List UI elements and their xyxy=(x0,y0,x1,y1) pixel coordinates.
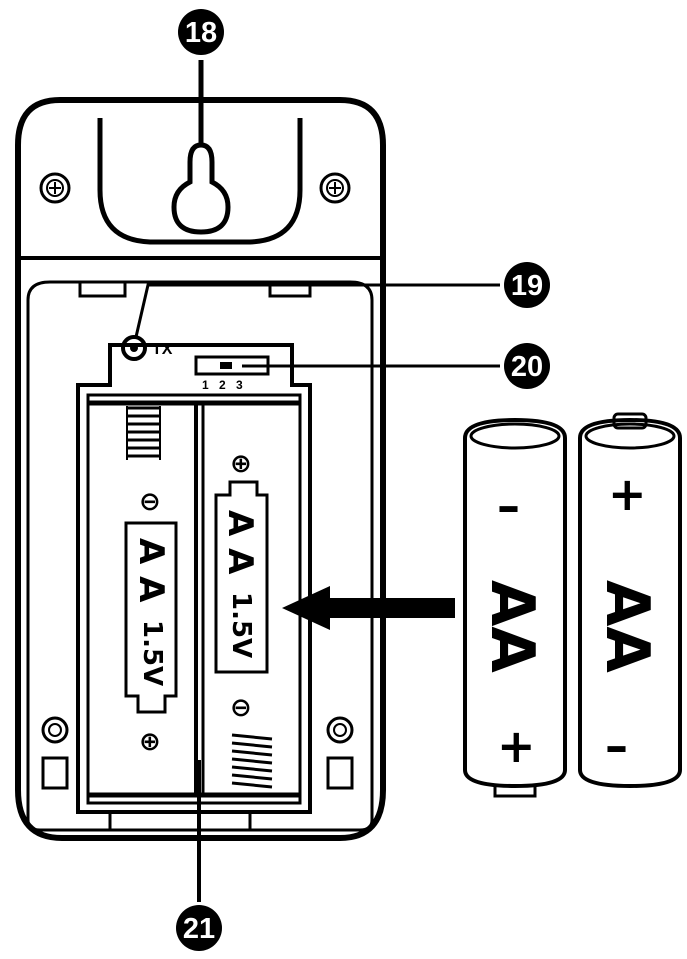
callout-20: 20 xyxy=(504,343,550,389)
aa-battery-2-bottom-sign: – xyxy=(605,719,628,773)
right-cell-top-symbol: ⊕ xyxy=(230,449,252,479)
callout-19-leader xyxy=(134,283,500,338)
aa-battery-1 xyxy=(463,417,567,798)
screw-top-right xyxy=(319,172,351,204)
tx-button[interactable] xyxy=(121,335,147,361)
aa-battery-1-top-sign: – xyxy=(497,479,520,533)
right-cell-type: A A xyxy=(220,510,260,575)
left-cell-spring xyxy=(126,406,161,460)
tx-label: TX xyxy=(152,341,173,358)
left-cell-label-plate xyxy=(124,521,178,714)
screw-bottom-left xyxy=(41,716,69,790)
right-cell-bottom-symbol: ⊖ xyxy=(230,693,252,723)
callout-19-number: 19 xyxy=(511,270,543,302)
aa-battery-1-type: AA xyxy=(477,580,547,673)
aa-battery-1-bottom-sign: + xyxy=(497,719,536,773)
aa-battery-2-type: AA xyxy=(592,580,662,673)
right-cell-voltage: 1.5V xyxy=(226,592,256,658)
left-cell-voltage: 1.5V xyxy=(137,620,167,686)
insert-direction-arrow xyxy=(282,586,455,630)
left-cell-bottom-symbol: ⊕ xyxy=(139,727,161,757)
callout-19: 19 xyxy=(504,262,550,308)
callout-18-number: 18 xyxy=(185,17,217,49)
right-cell-spring xyxy=(231,733,273,789)
right-cell-label-plate xyxy=(214,480,269,674)
dip-switch-label-1: 1 xyxy=(202,378,209,392)
callout-21: 21 xyxy=(176,905,222,951)
keyhole-hanger-slot xyxy=(171,142,231,235)
left-cell-type: A A xyxy=(131,538,171,603)
sensor-housing xyxy=(15,97,386,841)
aa-battery-2-top-sign: + xyxy=(608,467,647,521)
battery-compartment xyxy=(76,343,312,832)
callout-18: 18 xyxy=(178,9,224,55)
aa-battery-2 xyxy=(578,412,682,789)
callout-21-number: 21 xyxy=(183,913,215,945)
screw-top-left xyxy=(39,172,71,204)
dip-switch-label-2: 2 xyxy=(219,378,226,392)
left-cell-top-symbol: ⊖ xyxy=(139,487,161,517)
callout-20-number: 20 xyxy=(511,351,543,383)
dip-switch-label-3: 3 xyxy=(236,378,243,392)
screw-bottom-right xyxy=(326,716,354,790)
